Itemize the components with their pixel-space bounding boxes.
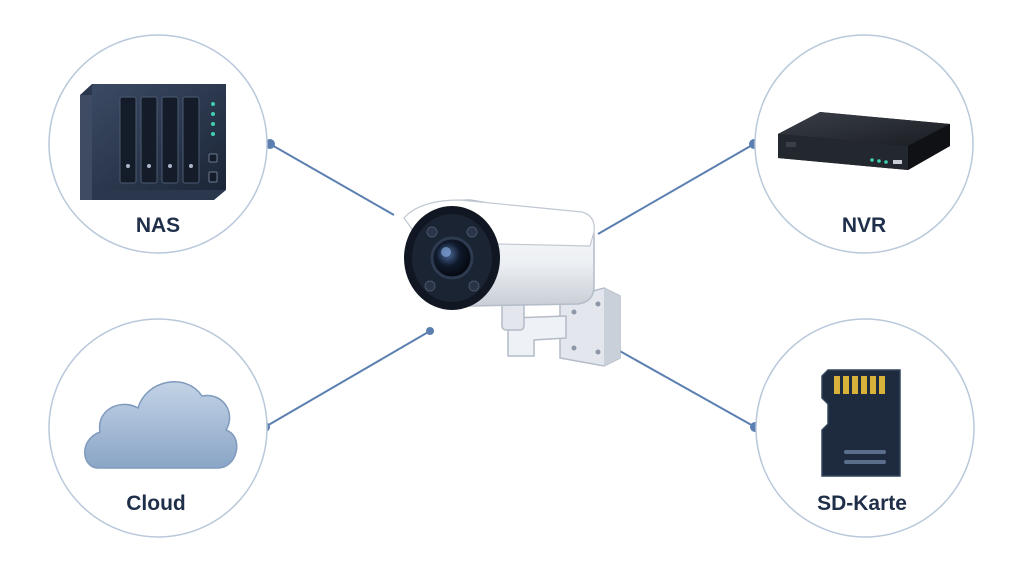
node-label-sd: SD-Karte [817,492,907,515]
cloud-icon [84,381,238,469]
connector-cloud-end-dot [426,327,434,335]
connector-cloud [264,330,431,428]
network-video-recorder-icon [778,112,950,170]
node-sd: SD-Karte [755,318,975,538]
security-camera-icon [403,199,621,367]
sd-card-icon [821,369,901,477]
nas-storage-icon [80,84,226,200]
node-label-cloud: Cloud [126,492,185,515]
node-cloud: Cloud [48,318,268,538]
connector-sd [617,349,756,428]
node-nas: NAS [48,34,268,254]
node-label-nas: NAS [136,214,180,237]
node-nvr: NVR [754,34,974,254]
connector-nvr [597,143,755,235]
connector-nas [269,143,395,216]
node-label-nvr: NVR [842,214,886,237]
